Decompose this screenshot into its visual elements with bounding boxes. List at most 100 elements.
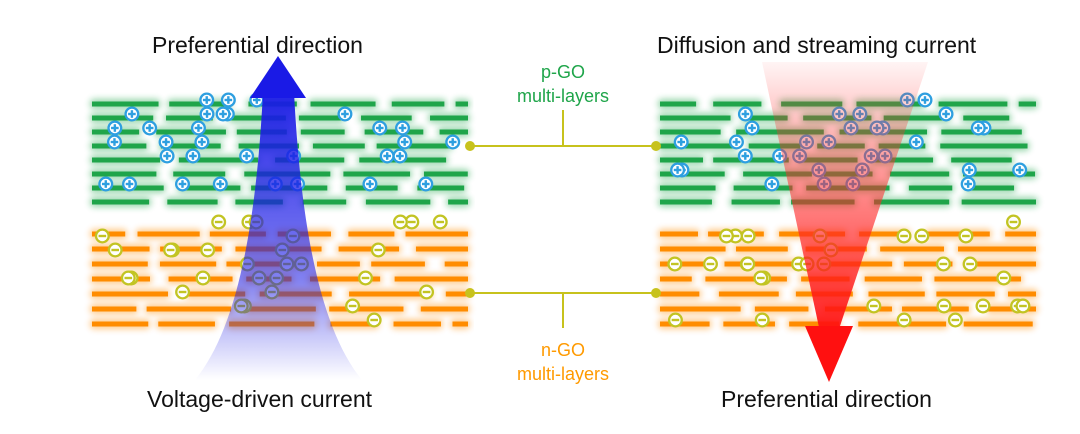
plus-ion-icon xyxy=(159,148,175,164)
ngo-sheet xyxy=(660,291,700,297)
plus-ion-icon xyxy=(445,134,461,150)
pgo-sheet xyxy=(660,101,697,107)
minus-ion-icon xyxy=(175,284,191,300)
ngo-sheet xyxy=(146,306,232,312)
pgo-sheet xyxy=(660,143,736,149)
minus-ion-icon xyxy=(345,298,361,314)
plus-ion-icon xyxy=(98,176,114,192)
ngo-sheet xyxy=(936,291,995,297)
pgo-connector-dot-right xyxy=(651,141,661,151)
pgo-sheet xyxy=(733,185,793,191)
ngo-sheet xyxy=(159,261,217,267)
minus-ion-icon xyxy=(163,242,179,258)
pgo-connector xyxy=(465,110,661,151)
caption-top-right: Diffusion and streaming current xyxy=(657,32,977,58)
ngo-sheet xyxy=(660,321,710,327)
ngo-sheet xyxy=(660,231,698,237)
pgo-sheet xyxy=(312,143,365,149)
plus-ion-icon xyxy=(673,134,689,150)
ngo-sheet xyxy=(371,261,425,267)
plus-ion-icon xyxy=(960,176,976,192)
pgo-sheet xyxy=(660,157,704,163)
ngo-sheet xyxy=(348,231,395,237)
pgo-sheet xyxy=(660,185,716,191)
minus-ion-icon xyxy=(996,270,1012,286)
pgo-sheet xyxy=(1018,101,1036,107)
pgo-sheet xyxy=(660,171,725,177)
plus-ion-icon xyxy=(728,134,744,150)
pgo-sheet xyxy=(742,115,788,121)
ngo-sheet xyxy=(330,321,378,327)
pgo-sheet xyxy=(743,171,812,177)
caption-bottom-right: Preferential direction xyxy=(721,386,932,412)
minus-ion-icon xyxy=(914,228,930,244)
plus-ion-icon xyxy=(397,134,413,150)
pgo-sheet xyxy=(963,115,1010,121)
plus-ion-icon xyxy=(239,148,255,164)
plus-ion-icon xyxy=(908,134,924,150)
ngo-sheet xyxy=(444,261,468,267)
ngo-sheet xyxy=(137,231,200,237)
plus-ion-icon xyxy=(199,92,215,108)
ngo-label: n-GO multi-layers xyxy=(503,338,623,386)
ngo-sheet xyxy=(754,306,809,312)
ngo-sheet xyxy=(329,306,404,312)
ngo-sheet xyxy=(718,291,779,297)
ngo-sheet xyxy=(158,321,215,327)
plus-ion-icon xyxy=(158,134,174,150)
pgo-sheet xyxy=(92,199,150,205)
pgo-sheet xyxy=(364,129,424,135)
ngo-sheet xyxy=(789,321,840,327)
pgo-sheet xyxy=(951,157,1012,163)
pgo-connector-dot-left xyxy=(465,141,475,151)
ngo-sheet xyxy=(445,291,468,297)
ngo-sheet xyxy=(92,261,148,267)
pgo-sheet xyxy=(361,115,412,121)
minus-ion-icon xyxy=(195,270,211,286)
ngo-label-line2: multi-layers xyxy=(516,364,609,384)
pgo-sheet xyxy=(878,143,926,149)
pgo-sheet xyxy=(302,199,347,205)
ngo-sheet xyxy=(963,321,1033,327)
ngo-sheet xyxy=(209,231,266,237)
minus-ion-icon xyxy=(366,312,382,328)
pgo-sheet xyxy=(230,115,286,121)
pgo-sheet xyxy=(966,185,1015,191)
pgo-sheet xyxy=(660,115,731,121)
minus-ion-icon xyxy=(753,270,769,286)
ngo-sheet xyxy=(660,306,741,312)
pgo-sheet xyxy=(92,171,157,177)
pgo-sheet xyxy=(731,199,780,205)
pgo-sheet xyxy=(160,143,221,149)
ngo-sheet xyxy=(902,306,969,312)
plus-ion-icon xyxy=(379,148,395,164)
ngo-sheet xyxy=(705,276,787,282)
minus-ion-icon xyxy=(935,256,951,272)
pgo-sheet xyxy=(173,171,226,177)
pgo-sheet xyxy=(156,129,226,135)
caption-top-left: Preferential direction xyxy=(152,32,363,58)
ngo-sheet xyxy=(186,291,246,297)
pgo-sheet xyxy=(660,199,712,205)
ngo-sheet xyxy=(309,276,381,282)
pgo-label-line1: p-GO xyxy=(540,62,585,82)
ngo-sheet xyxy=(405,231,468,237)
ngo-sheet xyxy=(1007,291,1036,297)
minus-ion-icon xyxy=(754,312,770,328)
pgo-sheet xyxy=(748,143,801,149)
ngo-sheet xyxy=(660,276,692,282)
up-arrow xyxy=(195,56,362,380)
pgo-sheet xyxy=(298,115,343,121)
minus-ion-icon xyxy=(896,228,912,244)
ngo-sheet xyxy=(723,321,775,327)
minus-ion-icon xyxy=(200,242,216,258)
plus-ion-icon xyxy=(917,92,933,108)
plus-ion-icon xyxy=(362,176,378,192)
ngo-sheet xyxy=(92,291,169,297)
ngo-sheet xyxy=(880,246,945,252)
plus-ion-icon xyxy=(961,162,977,178)
minus-ion-icon xyxy=(962,256,978,272)
ngo-connector xyxy=(465,288,661,328)
plus-ion-icon xyxy=(124,106,140,122)
ngo-sheet xyxy=(965,261,1036,267)
